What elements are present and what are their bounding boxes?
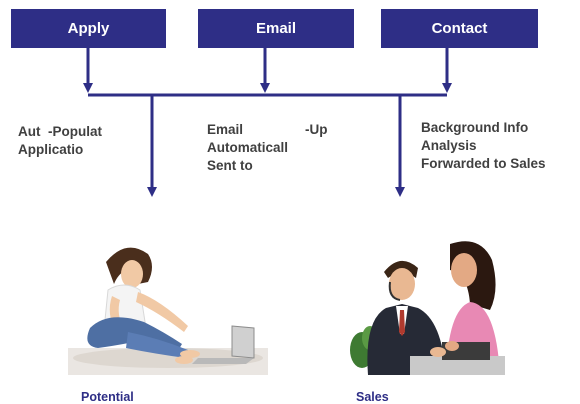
note-middle-line3: Sent to <box>207 158 253 173</box>
note-middle-line1a: Email <box>207 122 244 137</box>
woman-with-laptop-photo <box>68 240 268 375</box>
caption-sales: Sales <box>356 390 389 404</box>
note-right-line3: Forwarded to Sales <box>421 156 546 171</box>
apply-box: Apply <box>11 9 166 48</box>
caption-potential: Potential <box>81 390 134 404</box>
note-right-line2: Analysis <box>421 138 477 153</box>
note-middle-line1b: -Up <box>305 122 328 137</box>
email-box-label: Email <box>255 20 297 37</box>
note-right-line1: Background Info <box>421 120 529 135</box>
contact-box-label: Contact <box>431 20 488 37</box>
sales-team-photo <box>350 238 505 375</box>
contact-box: Contact <box>381 9 538 48</box>
apply-box-label: Apply <box>67 20 110 37</box>
note-middle-line2: Automaticall <box>207 140 289 155</box>
email-box: Email <box>198 9 354 48</box>
note-left-line1: Aut -Populat <box>18 124 102 139</box>
note-left-line2: Applicatio <box>18 142 84 157</box>
